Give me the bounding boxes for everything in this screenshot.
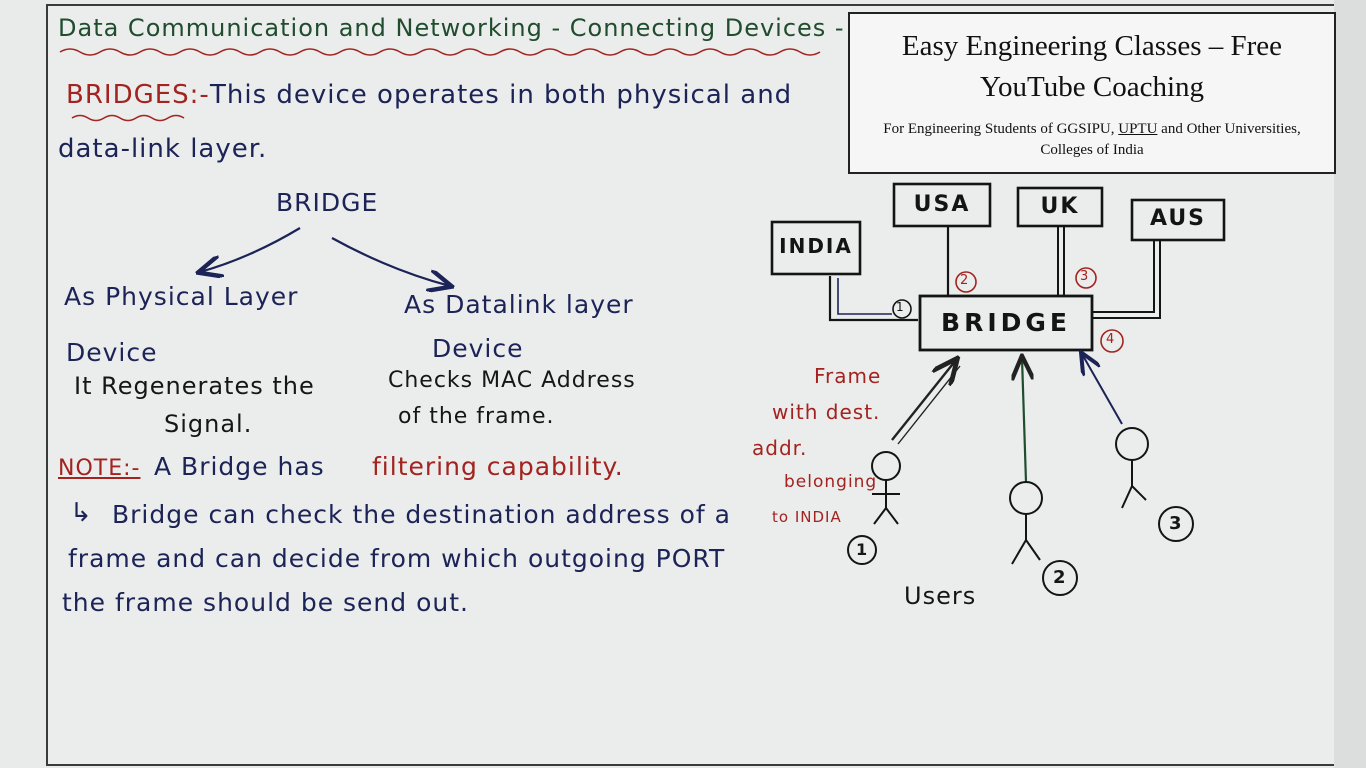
bridges-underline — [71, 114, 185, 122]
intro-text-2: data-link layer. — [58, 134, 268, 164]
right-desc-1: Checks MAC Address — [388, 368, 636, 393]
user-1-figure — [871, 451, 901, 525]
left-desc-1: It Regenerates the — [74, 372, 315, 400]
frame-note-3: addr. — [752, 436, 808, 460]
note-label: NOTE:- — [58, 456, 141, 481]
port-2-label: 2 — [960, 273, 970, 288]
note-arrow-icon: ↳ — [70, 498, 93, 528]
frame-note-1: Frame — [814, 364, 882, 388]
port-1-circle — [892, 299, 912, 319]
brand-subtitle: For Engineering Students of GGSIPU, UPTU… — [850, 119, 1334, 161]
bridge-label: BRIDGE — [941, 308, 1071, 337]
user-3-number: 3 — [1169, 513, 1183, 534]
note-line-1: Bridge can check the destination address… — [112, 500, 731, 529]
user-2-figure — [1009, 481, 1043, 565]
brand-sub-part2: and Other Universities, — [1157, 121, 1301, 137]
user1-arrow — [891, 360, 956, 441]
port-4-circle — [1100, 329, 1124, 353]
left-title-1: As Physical Layer — [64, 282, 299, 311]
network-india: INDIA — [779, 234, 853, 258]
network-aus: AUS — [1149, 206, 1207, 231]
board-edge — [1334, 0, 1366, 768]
network-usa: USA — [913, 192, 971, 217]
bridges-label: BRIDGES:- — [66, 80, 210, 110]
tree-arrow-left — [200, 227, 301, 272]
right-title-2: Device — [432, 334, 524, 363]
users-label: Users — [904, 582, 977, 610]
brand-title: Easy Engineering Classes – Free YouTube … — [850, 26, 1334, 108]
user-1-number: 1 — [856, 540, 869, 559]
right-title-1: As Datalink layer — [404, 290, 634, 319]
port-3-circle — [1075, 267, 1097, 289]
left-title-2: Device — [66, 338, 158, 367]
brand-sub-part1: For Engineering Students of GGSIPU, — [883, 121, 1119, 137]
right-desc-2: of the frame. — [398, 404, 555, 429]
port-2-circle — [955, 271, 977, 293]
uk-box — [1016, 186, 1104, 228]
aus-link — [1092, 240, 1161, 319]
uk-link — [1057, 226, 1065, 296]
title-underline — [59, 48, 821, 56]
user-2-number: 2 — [1053, 567, 1067, 588]
network-uk: UK — [1040, 194, 1080, 219]
user-2-number-circle — [1042, 560, 1078, 596]
bridge-box — [918, 294, 1094, 352]
aus-box — [1130, 198, 1226, 242]
india-link-highlight — [837, 278, 892, 315]
usa-box — [892, 182, 992, 228]
left-desc-2: Signal. — [164, 410, 253, 438]
frame-note-2: with dest. — [772, 400, 881, 424]
port-3-label: 3 — [1080, 269, 1090, 284]
brand-sub-line2: Colleges of India — [1040, 142, 1144, 158]
note-text-b: filtering capability. — [372, 452, 624, 481]
frame-note-5: to INDIA — [772, 508, 842, 526]
note-line-2: frame and can decide from which outgoing… — [68, 544, 726, 573]
india-link — [828, 276, 918, 322]
brand-line1: Easy Engineering Classes – Free — [901, 30, 1283, 62]
user2-arrow — [1022, 358, 1026, 483]
tree-arrow-right — [331, 237, 450, 286]
page-title: Data Communication and Networking - Conn… — [58, 14, 870, 42]
brand-sub-uptu: UPTU — [1118, 121, 1158, 137]
tree-root: BRIDGE — [276, 188, 379, 217]
note-text-a: A Bridge has — [154, 452, 325, 481]
india-box — [770, 220, 862, 276]
brand-box: Easy Engineering Classes – Free YouTube … — [848, 12, 1336, 174]
user3-arrow — [1082, 354, 1123, 425]
brand-line2: YouTube Coaching — [980, 71, 1204, 103]
port-4-label: 4 — [1106, 332, 1116, 347]
frame-note-4: belonging — [784, 472, 878, 492]
user-1-number-circle — [847, 535, 877, 565]
user-3-number-circle — [1158, 506, 1194, 542]
port-1-label: 1 — [896, 300, 905, 314]
note-line-3: the frame should be send out. — [62, 588, 469, 617]
intro-text-1: This device operates in both physical an… — [210, 80, 793, 110]
user1-arrow-double — [897, 365, 961, 445]
user-3-figure — [1115, 427, 1149, 509]
